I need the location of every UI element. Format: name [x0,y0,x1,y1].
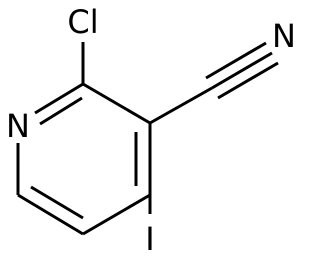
atom-label-cl: Cl [67,3,98,41]
bond-n1-c2 [34,82,84,115]
bond-c4-c5 [82,193,151,236]
atom-label-i: I [145,220,154,258]
bond-c5-c6-inner [30,185,84,220]
bond-c3-cnitrile [149,86,213,125]
bond-nitrile-triple-3 [217,61,279,100]
bond-nitrile-triple-2 [205,41,267,80]
bond-n1-c2-inner [39,96,83,126]
molecule-structure: Cl N N I [6,3,296,258]
atom-label-n-nitrile: N [272,17,296,55]
bond-nitrile-triple-1 [211,51,273,90]
atom-label-n-ring: N [6,107,30,145]
bond-c2-c3 [82,82,151,125]
bond-c5-c6 [17,193,84,236]
